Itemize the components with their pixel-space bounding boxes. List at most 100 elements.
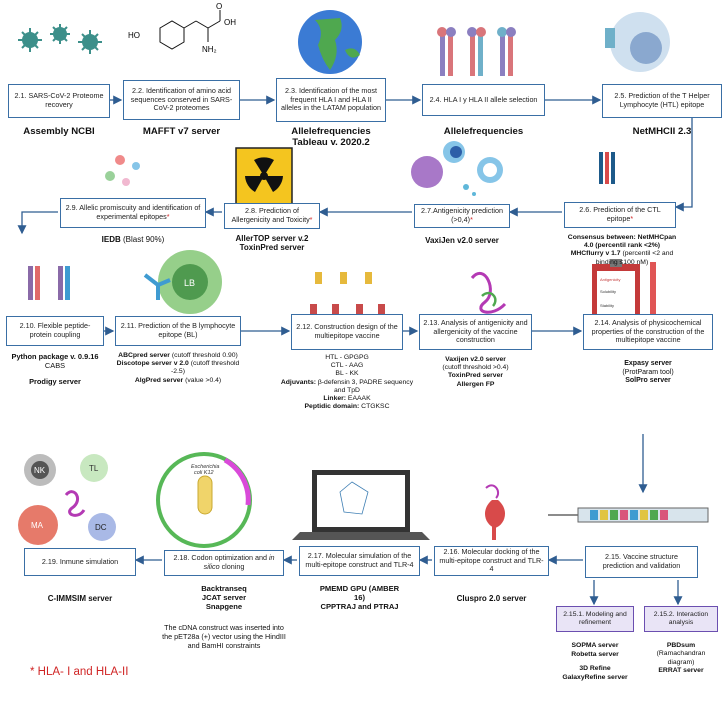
step-2-18-box: 2.18. Codon optimization and in silico c…: [164, 550, 284, 576]
step-2-6-tool-line-3: MHCflurry v 1.7 (percentil <2 and: [560, 250, 684, 258]
amino-acid-structure-icon: [159, 10, 221, 50]
step-2-4-label: 2.4. HLA I y HLA II allele selection: [429, 94, 538, 104]
step-2-9-label: 2.9. Allelic promiscuity and identificat…: [64, 204, 202, 221]
step-2-12-adjuvants-label: Adjuvants:: [280, 378, 316, 386]
step-2-6-asterisk: *: [630, 214, 634, 223]
dc-cell-label: DC: [95, 523, 107, 532]
step-2-15-1-box: 2.15.1. Modeling and refinement: [556, 606, 634, 632]
step-2-9-tool-rest: (Blast 90%): [120, 235, 165, 244]
step-2-15-2-tool-line-1: PBDsum: [666, 642, 696, 649]
step-2-14-tool-line-1: Expasy server: [624, 360, 672, 367]
amino-acid-nh2-label: NH₂: [202, 45, 217, 54]
ctl-molecule-icon: [599, 152, 615, 184]
step-2-14-tool-line-3: SolPro server: [625, 377, 671, 385]
step-2-12-adjuvants-line-2: and TpD: [334, 386, 360, 394]
step-2-15-1-tool-line-4: GalaxyRefine server: [562, 673, 628, 681]
virus-icon: [50, 24, 70, 44]
step-2-3-label: 2.3. Identification of the most frequent…: [280, 86, 382, 113]
step-2-15-1-tool-line-2: Robetta server: [571, 650, 619, 658]
step-2-18-tool-line-3: Snapgene: [205, 602, 243, 612]
globe-icon: [298, 10, 362, 74]
step-2-11-tool: ABCpred server (cutoff threshold 0.90) D…: [112, 352, 244, 385]
step-2-11-box: 2.11. Prediction of the B lymphocyte epi…: [115, 316, 241, 346]
step-2-15-2-tool-line-2: (Ramachandran: [656, 650, 706, 658]
step-2-15-1-tool-line-3: 3D Refine: [579, 665, 611, 673]
ma-cell-label: MA: [31, 521, 44, 530]
step-2-9-tool: IEDB (Blast 90%): [60, 235, 206, 244]
step-2-14-box: 2.14. Analysis of physicochemical proper…: [583, 314, 713, 350]
step-2-9-label-text: 2.9. Allelic promiscuity and identificat…: [65, 203, 201, 221]
step-2-6-label: 2.6. Prediction of the CTL epitope*: [568, 206, 672, 223]
t-helper-cell-icon: [605, 12, 670, 72]
step-2-12-tool: HTL - GPGPG CTL - AAG BL - KK Adjuvants:…: [272, 354, 422, 411]
step-2-8-label: 2.8. Prediction of Allergenicity and Tox…: [228, 207, 316, 224]
step-2-9-asterisk: *: [166, 212, 170, 221]
clipboard-title: Antigenicity: [600, 277, 620, 282]
step-2-14-tool: Expasy server (ProtParam tool) SolPro se…: [583, 360, 713, 386]
step-2-14-tool-line-2: (ProtParam tool): [622, 368, 674, 376]
step-2-12-linker: Linker: EAAAK: [272, 395, 422, 403]
step-2-7-label-text: 2.7.Antigenicity prediction (>0,4): [421, 206, 503, 224]
step-2-7-tool: VaxiJen v2.0 server: [425, 236, 499, 245]
step-2-12-peptidic-label: Peptidic domain:: [304, 403, 360, 411]
step-2-17-box: 2.17. Molecular simulation of the multi-…: [299, 546, 420, 576]
protein-ribbon-icon: [470, 271, 507, 314]
step-2-15-2-tool-line-3: diagram): [667, 658, 695, 666]
step-2-11-tool-line-4-bold: AlgPred server: [134, 376, 184, 384]
step-2-18-label-b: cloning: [219, 562, 245, 571]
step-2-8-tool-line-1: AllerTOP server v.2: [235, 234, 309, 243]
step-2-12-ctl: CTL - AAG: [330, 362, 364, 370]
step-2-6-tool-line-4: binding ≤100 nM): [595, 258, 649, 266]
step-2-12-peptidic-value: CTGKSC: [359, 403, 390, 411]
step-2-13-tool-line-3: ToxinPred server: [447, 372, 504, 380]
step-2-15-1-tool: SOPMA server Robetta server 3D Refine Ga…: [546, 642, 644, 682]
step-2-8-box: 2.8. Prediction of Allergenicity and Tox…: [224, 203, 320, 229]
step-2-12-linker-label: Linker:: [323, 395, 347, 403]
step-2-17-tool-line-2: 16): [354, 593, 365, 602]
step-2-13-tool-line-1: Vaxijen v2.0 server: [445, 356, 506, 363]
b-cell-label: LB: [184, 278, 195, 288]
tlr4-receptor-icon: [484, 484, 506, 540]
syringe-icon: [548, 507, 709, 523]
step-2-19-tool: C-IMMSIM server: [47, 594, 113, 603]
epitope-blocks-icon: [310, 272, 385, 316]
step-2-18-tool-line-1: Backtranseq: [201, 584, 247, 593]
step-2-11-tool-line-2-rest: (cutoff threshold: [188, 360, 240, 368]
clipboard-line-1: Solubility: [600, 289, 616, 294]
laptop-icon: [292, 470, 430, 540]
step-2-5-box: 2.5. Prediction of the T Helper Lymphocy…: [602, 84, 722, 118]
step-2-6-tool: Consensus between: NetMHCpan 4.0 (percen…: [560, 234, 684, 267]
step-2-2-label: 2.2. Identification of amino acid sequen…: [130, 86, 233, 113]
step-2-13-tool-line-4: Allergen FP: [456, 380, 495, 388]
step-2-18-tool-line-2: JCAT server: [201, 593, 247, 603]
amino-acid-oh-label: OH: [224, 18, 236, 27]
step-2-17-tool-line-3: CPPTRAJ and PTRAJ: [320, 602, 399, 611]
radiation-hazard-icon: [235, 147, 293, 205]
virus-icon-group: [18, 24, 102, 54]
step-2-1-label: 2.1. SARS-CoV-2 Proteome recovery: [14, 91, 104, 109]
step-2-12-label: 2.12. Construction design of the multiep…: [296, 322, 398, 340]
step-2-5-label: 2.5. Prediction of the T Helper Lymphocy…: [614, 91, 710, 109]
step-2-16-label: 2.16. Molecular docking of the multi-epi…: [439, 547, 544, 574]
step-2-2-box: 2.2. Identification of amino acid sequen…: [123, 80, 240, 120]
step-2-11-tool-line-4: AlgPred server (value >0.4): [112, 377, 244, 385]
footnote: * HLA- I and HLA-II: [30, 666, 129, 678]
step-2-12-bl: BL - KK: [335, 370, 359, 378]
step-2-18-note: The cDNA construct was inserted into the…: [144, 623, 304, 650]
step-2-15-2-tool: PBDsum (Ramachandran diagram) ERRAT serv…: [640, 642, 722, 676]
step-2-10-box: 2.10. Flexible peptide-protein coupling: [6, 316, 104, 346]
step-2-5-tool: NetMHCII 2.3: [632, 126, 692, 137]
b-cell-antibody-icon: [143, 250, 222, 314]
step-2-16-tool: Cluspro 2.0 server: [456, 594, 527, 603]
bacterium-plasmid-icon: [156, 452, 252, 548]
step-2-14-label: 2.14. Analysis of physicochemical proper…: [591, 318, 705, 345]
step-2-6-tool-line-3-rest: (percentil <2 and: [620, 250, 674, 258]
step-2-7-asterisk: *: [470, 215, 473, 224]
step-2-11-tool-line-2-bold: Discotope server v 2.0: [116, 360, 189, 368]
bacterium-label-line-1: Escherichia: [191, 464, 219, 470]
step-2-11-label: 2.11. Prediction of the B lymphocyte epi…: [120, 321, 236, 339]
virus-icon: [18, 28, 42, 52]
